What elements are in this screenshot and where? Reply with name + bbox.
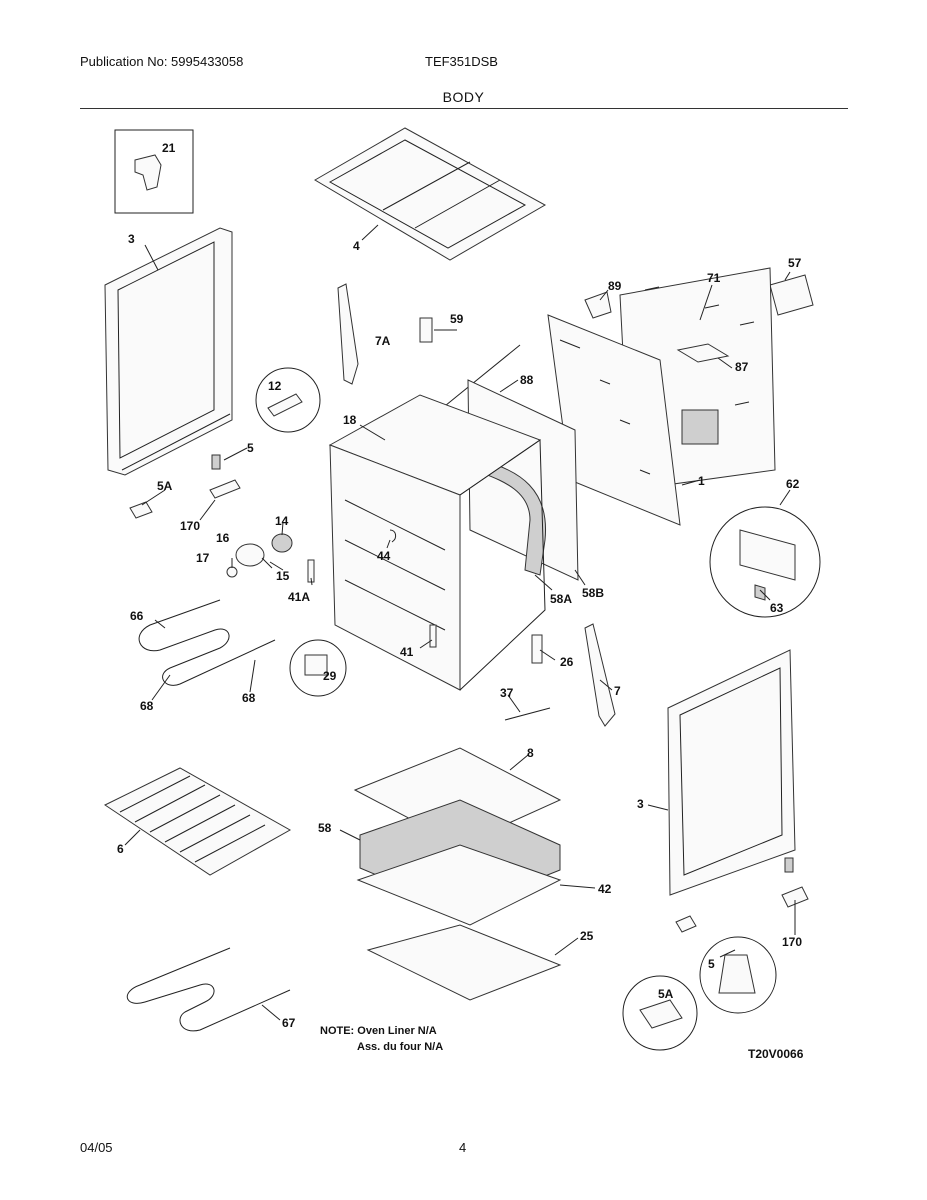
- part-29-inset: [289, 639, 347, 697]
- callout-label: 29: [323, 669, 337, 683]
- part-21-inset: [114, 129, 194, 214]
- callout-label: 8: [527, 746, 534, 760]
- drawing-id: T20V0066: [748, 1047, 804, 1061]
- part-4-top-panel: [314, 127, 547, 261]
- part-5-screw-left: [211, 454, 221, 470]
- note-line-1: NOTE: Oven Liner N/A: [320, 1025, 437, 1037]
- part-170-left: [209, 479, 241, 499]
- callout-label: 41A: [288, 590, 310, 604]
- callout-label: 21: [162, 141, 176, 155]
- callout-label: 6: [117, 842, 124, 856]
- callout-label: 18: [343, 413, 357, 427]
- part-41a: [307, 559, 315, 583]
- part-5a-foot-left: [129, 501, 153, 519]
- part-7-hinge: [584, 623, 616, 727]
- callout-label: 58B: [582, 586, 604, 600]
- callout-label: 14: [275, 514, 289, 528]
- callout-label: 68: [140, 699, 154, 713]
- callout-label: 25: [580, 929, 594, 943]
- callout-label: 170: [782, 935, 802, 949]
- callout-label: 71: [707, 271, 721, 285]
- part-5a-inset: [622, 975, 698, 1051]
- callout-labels: 21 3 4 59 7A 57 89 71 87 88 12 5 18 5A 1…: [117, 141, 802, 1030]
- callout-label: 16: [216, 531, 230, 545]
- note-line-2: Ass. du four N/A: [357, 1041, 443, 1053]
- part-12-inset: [255, 367, 321, 433]
- model-number: TEF351DSB: [425, 54, 498, 69]
- leader-lines: [124, 224, 796, 1021]
- callout-label: 170: [180, 519, 200, 533]
- part-5-screw-right: [784, 857, 794, 873]
- part-42: [356, 844, 562, 926]
- callout-label: 87: [735, 360, 749, 374]
- part-15: [261, 557, 273, 569]
- callout-label: 5: [708, 957, 715, 971]
- part-37: [504, 707, 551, 721]
- part-88-wire: [439, 344, 521, 411]
- callout-label: 3: [128, 232, 135, 246]
- callout-label: 66: [130, 609, 144, 623]
- callout-label: 67: [282, 1016, 296, 1030]
- callout-label: 88: [520, 373, 534, 387]
- part-59: [419, 317, 433, 343]
- callout-label: 37: [500, 686, 514, 700]
- callout-label: 7: [614, 684, 621, 698]
- callout-label: 42: [598, 882, 612, 896]
- part-14: [271, 533, 293, 553]
- part-6-oven-rack: [104, 767, 292, 876]
- part-5a-foot-right: [675, 915, 697, 933]
- part-5-inset: [699, 936, 777, 1014]
- callout-label: 68: [242, 691, 256, 705]
- header-divider: [80, 108, 848, 109]
- part-3-side-panel-left: [104, 227, 233, 476]
- callout-label: 62: [786, 477, 800, 491]
- callout-label: 5A: [157, 479, 173, 493]
- part-25: [366, 924, 562, 1001]
- part-44: [389, 529, 397, 543]
- part-67-broil-element: [127, 947, 291, 1032]
- part-89-bracket: [584, 291, 612, 319]
- callout-label: 5: [247, 441, 254, 455]
- callout-label: 57: [788, 256, 802, 270]
- callout-label: 59: [450, 312, 464, 326]
- callout-label: 44: [377, 549, 391, 563]
- publication-number: Publication No: 5995433058: [80, 54, 244, 69]
- callout-label: 89: [608, 279, 622, 293]
- callout-label: 63: [770, 601, 784, 615]
- part-26: [531, 634, 543, 664]
- footer-date: 04/05: [80, 1140, 113, 1155]
- part-7a-hinge: [337, 283, 359, 385]
- part-66-bake-element: [138, 599, 276, 686]
- callout-label: 26: [560, 655, 574, 669]
- section-title: BODY: [442, 89, 485, 105]
- callout-label: 58: [318, 821, 332, 835]
- part-41: [429, 624, 437, 648]
- part-170-right: [781, 886, 809, 908]
- callout-label: 5A: [658, 987, 674, 1001]
- callout-label: 1: [698, 474, 705, 488]
- callout-label: 15: [276, 569, 290, 583]
- callout-label: 4: [353, 239, 360, 253]
- callout-label: 17: [196, 551, 210, 565]
- part-57-label: [769, 274, 814, 316]
- callout-label: 3: [637, 797, 644, 811]
- part-17: [226, 566, 238, 578]
- part-3-side-panel-right: [667, 649, 796, 896]
- callout-label: 58A: [550, 592, 572, 606]
- callout-label: 41: [400, 645, 414, 659]
- part-62-inset: [709, 506, 821, 618]
- part-16: [235, 543, 265, 567]
- oven-body-frame: [328, 394, 546, 691]
- callout-label: 7A: [375, 334, 391, 348]
- callout-label: 12: [268, 379, 282, 393]
- page-number: 4: [459, 1140, 467, 1155]
- part-58a-insulation: [479, 459, 547, 576]
